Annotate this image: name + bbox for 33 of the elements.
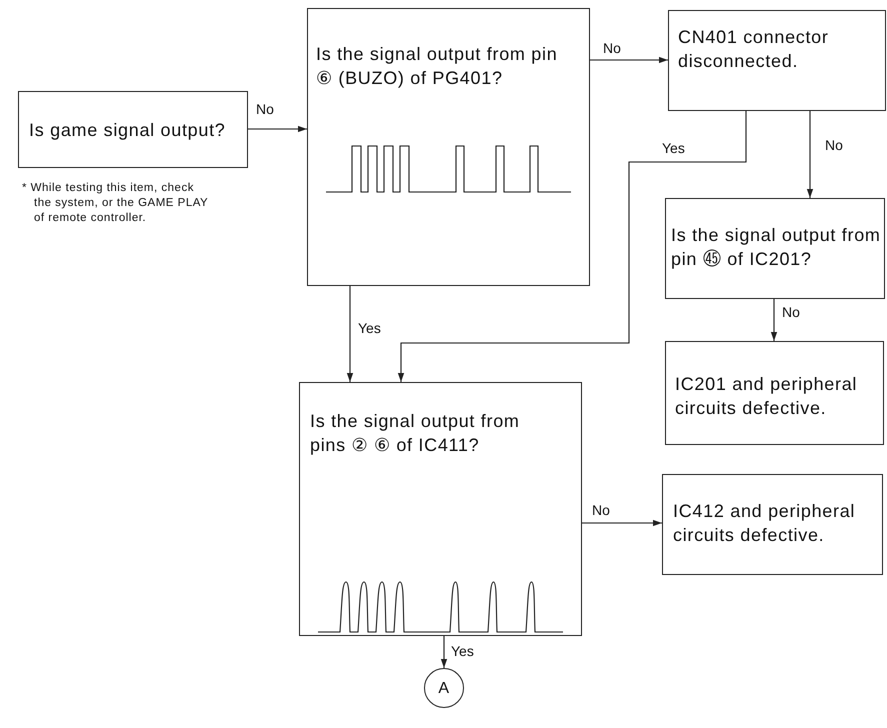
box-text: Is game signal output?: [29, 119, 227, 142]
edge-label: No: [590, 502, 612, 518]
arrow: [590, 56, 668, 64]
edge-label: Yes: [449, 643, 476, 659]
edge-label: No: [254, 101, 276, 117]
box-text: Is the signal output from pin ㊺ of IC201?: [671, 224, 882, 271]
edge-label: Yes: [356, 320, 383, 336]
box-text: Is the signal output from pins ② ⑥ of IC411?: [310, 410, 521, 457]
note-text: * While testing this item, check the system, or the GAME PLAY of remote controller.: [22, 181, 209, 226]
arrow: [248, 126, 307, 132]
edge-label: No: [823, 137, 845, 153]
connector-letter: A: [437, 679, 451, 699]
arrow: [582, 520, 662, 526]
box-text: Is the signal output from pin ⑥ (BUZO) of PG401?: [316, 43, 558, 90]
edge-label: No: [780, 304, 802, 320]
arrow: [346, 286, 354, 382]
box-text: CN401 connector disconnected.: [678, 26, 830, 73]
arrow: [770, 299, 778, 341]
box-text: IC201 and peripheral circuits defective.: [675, 373, 858, 420]
edge-label: No: [601, 40, 623, 56]
process-box: [668, 10, 886, 111]
process-box: [665, 341, 884, 445]
process-box: [662, 474, 883, 575]
process-box: [665, 198, 885, 299]
process-box: [18, 91, 248, 168]
edge-label: Yes: [660, 140, 687, 156]
connector-circle: [424, 668, 464, 708]
arrow: [398, 111, 747, 382]
box-text: IC412 and peripheral circuits defective.: [673, 500, 856, 547]
decision-box-with-waveform: [299, 382, 582, 636]
arrow: [440, 636, 448, 668]
decision-box-with-waveform: [307, 8, 590, 286]
arrow: [806, 111, 814, 198]
